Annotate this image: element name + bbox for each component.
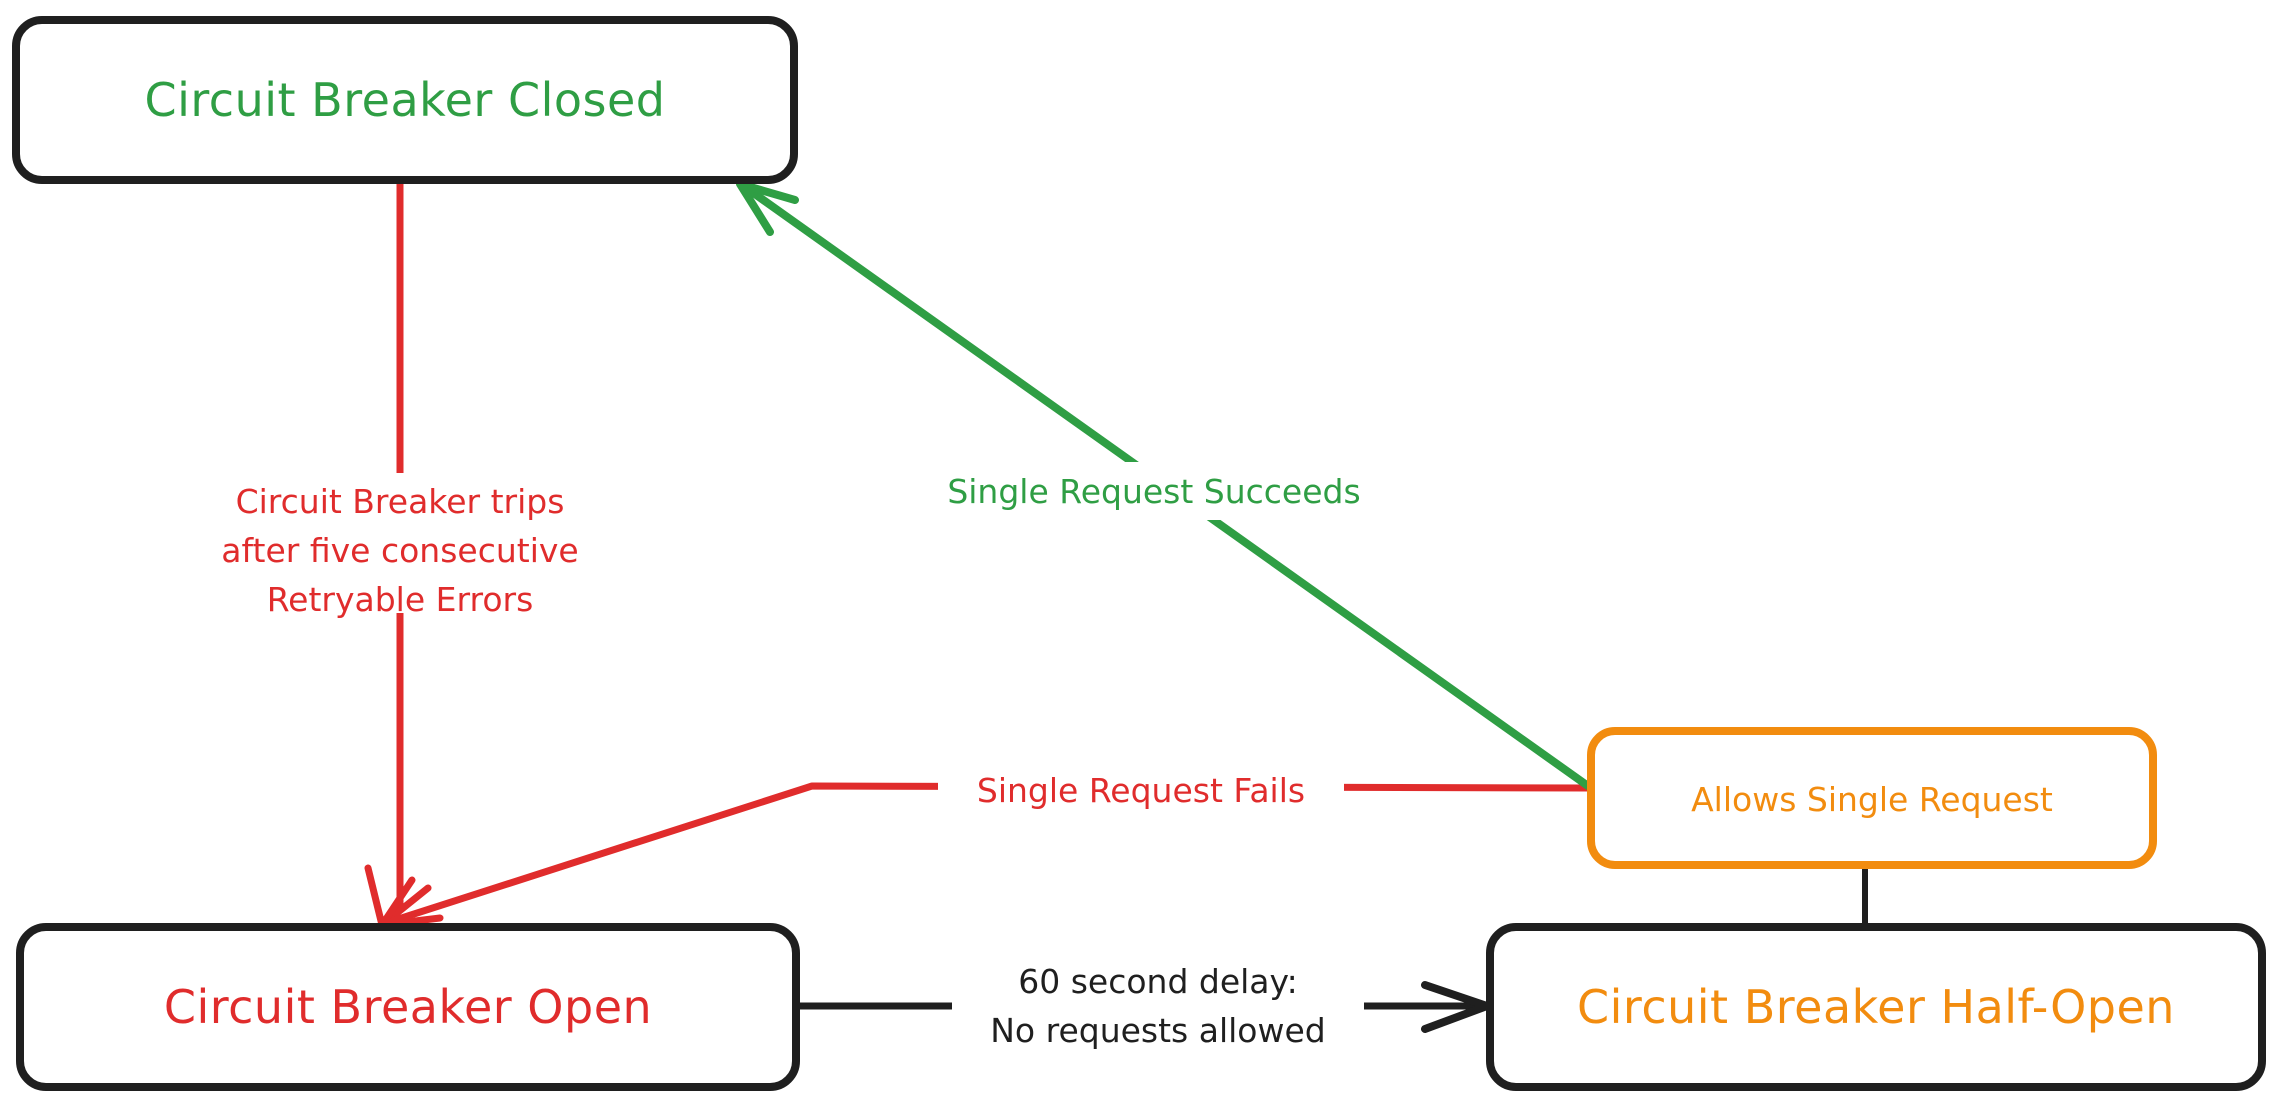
edge-trips-label-line2: after five consecutive [221, 531, 578, 570]
node-circuit-breaker-open[interactable]: Circuit Breaker Open [16, 923, 800, 1091]
node-circuit-breaker-half-open[interactable]: Circuit Breaker Half-Open [1486, 923, 2266, 1091]
node-closed-label: Circuit Breaker Closed [145, 73, 666, 127]
edge-delay-label: 60 second delay: No requests allowed [952, 948, 1364, 1064]
edge-fails-label-text: Single Request Fails [977, 771, 1305, 810]
node-half-open-box[interactable] [1486, 923, 2266, 1091]
edge-succeeds-label-text: Single Request Succeeds [947, 472, 1360, 511]
node-open-box[interactable] [16, 923, 800, 1091]
edge-succeeds-arrowhead [736, 180, 799, 236]
edge-succeeds-label-backing [908, 462, 1400, 520]
node-closed-box[interactable] [12, 16, 798, 184]
edge-trips-label-backing [180, 473, 620, 613]
node-allows-single-label: Allows Single Request [1691, 780, 2053, 819]
edge-fails-label: Single Request Fails [938, 762, 1344, 816]
node-allows-single-request[interactable]: Allows Single Request [1587, 727, 2157, 869]
edge-delay-label-line2: No requests allowed [990, 1011, 1325, 1050]
edge-delay-arrowhead [1421, 981, 1491, 1033]
edge-trips-label-line1: Circuit Breaker trips [236, 482, 565, 521]
node-half-open-label: Circuit Breaker Half-Open [1577, 980, 2175, 1034]
edge-trips-label-line3: Retryable Errors [267, 580, 534, 619]
edge-delay-label-backing [952, 948, 1364, 1064]
edge-delay-label-line1: 60 second delay: [1018, 962, 1298, 1001]
node-circuit-breaker-closed[interactable]: Circuit Breaker Closed [12, 16, 798, 184]
node-open-label: Circuit Breaker Open [164, 980, 652, 1034]
edge-trips-label: Circuit Breaker trips after five consecu… [180, 473, 620, 619]
node-allows-single-box[interactable] [1587, 727, 2157, 869]
edge-fails-label-backing [938, 762, 1344, 816]
edge-succeeds-label: Single Request Succeeds [908, 462, 1400, 520]
